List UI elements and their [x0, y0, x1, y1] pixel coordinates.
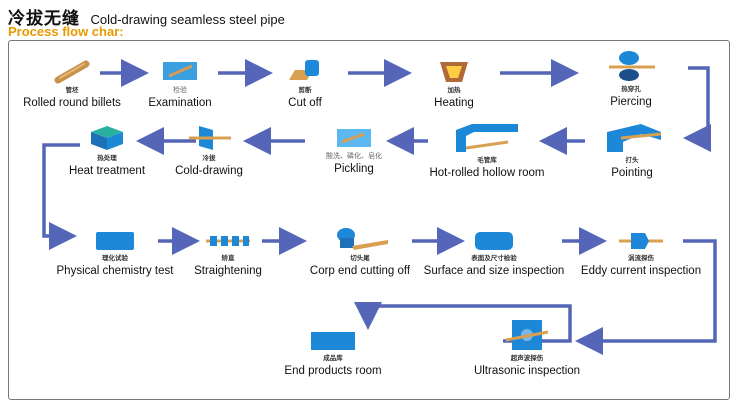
step-examination: 检验 Examination	[105, 58, 255, 109]
step-cut-off: 剪断 Cut off	[230, 58, 380, 109]
crane-icon	[456, 124, 518, 152]
step-rolled-round-billets: 管坯 Rolled round billets	[0, 58, 147, 109]
step-pointing: 打头 Pointing	[557, 118, 707, 179]
step-hot-rolled-hollow-room: 毛管库 Hot-rolled hollow room	[412, 122, 562, 179]
step-physical-chemistry-test: 理化试验 Physical chemistry test	[40, 230, 190, 277]
arrow-piercing-to-pointing	[683, 66, 711, 152]
heat-treatment-furnace-icon	[91, 126, 123, 150]
lab-test-icon	[96, 232, 134, 250]
step-surface-and-size-inspection: 表面及尺寸检验 Surface and size inspection	[419, 230, 569, 277]
step-cold-drawing: 冷拔 Cold-drawing	[134, 124, 284, 177]
step-ultrasonic-inspection: 超声波探伤 Ultrasonic inspection	[452, 318, 602, 377]
straightener-icon	[206, 236, 250, 246]
pointing-machine-icon	[607, 124, 662, 152]
step-eddy-current-inspection: 涡流探伤 Eddy current inspection	[566, 230, 716, 277]
arrow-heat-treatment-to-physical-test	[42, 143, 80, 250]
subtitle: Process flow char:	[8, 24, 124, 39]
examination-icon	[163, 62, 197, 80]
arrow-eddy-to-ultrasonic	[575, 239, 717, 355]
step-pickling: 酸洗、磷化、皂化 Pickling	[279, 126, 429, 175]
piercing-mill-icon	[609, 51, 655, 81]
title-chinese: 冷拔无缝	[8, 9, 80, 28]
flow-frame	[8, 40, 730, 400]
step-end-products-room: 成品库 End products room	[258, 330, 408, 377]
pickling-tank-icon	[337, 129, 371, 147]
step-corp-end-cutting-off: 切头尾 Corp end cutting off	[285, 226, 435, 277]
step-heat-treatment: 热处理 Heat treatment	[32, 124, 182, 177]
title-english: Cold-drawing seamless steel pipe	[90, 12, 285, 27]
billet-icon	[54, 60, 90, 84]
drawing-die-icon	[189, 126, 231, 150]
saw-icon	[337, 228, 388, 250]
ultrasonic-tester-icon	[505, 320, 549, 350]
warehouse-icon	[311, 332, 355, 350]
inspection-table-icon	[475, 232, 513, 250]
step-heating: 加热 Heating	[379, 58, 529, 109]
furnace-icon	[440, 62, 468, 82]
cutter-icon	[289, 60, 319, 80]
step-straightening: 矫直 Straightening	[153, 230, 303, 277]
eddy-current-probe-icon	[619, 233, 663, 249]
title: 冷拔无缝 Cold-drawing seamless steel pipe	[8, 4, 285, 29]
arrow-ultrasonic-to-end-products	[354, 302, 572, 343]
step-piercing: 热穿孔 Piercing	[556, 49, 706, 108]
